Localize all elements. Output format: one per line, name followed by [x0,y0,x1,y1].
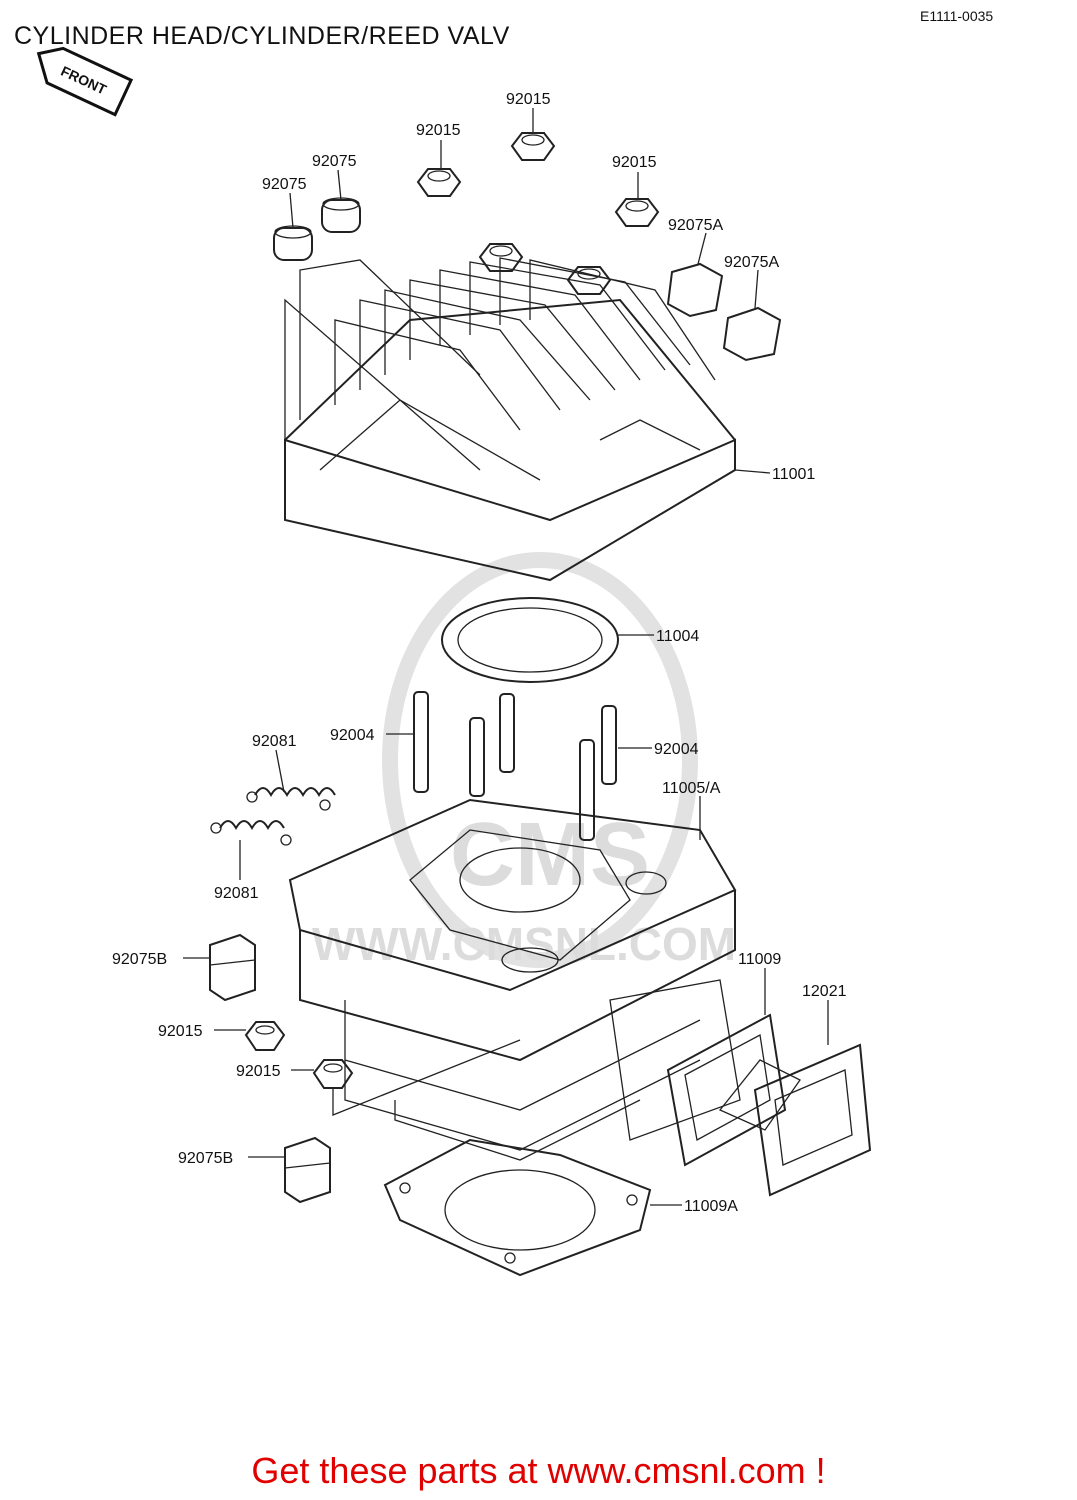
stud-92004-1 [413,691,429,793]
front-arrow-tag: FRONT [36,46,134,117]
watermark-logo: CMS WWW.CMSNL.COM [312,552,736,970]
cylinder-head-11001 [284,257,736,582]
callout-92075b-upper: 92075B [112,951,167,968]
damper-92075b-upper [209,933,256,1002]
spring-92081-upper [246,787,336,811]
base-gasket-11009a [383,1138,652,1277]
footer-link-text[interactable]: Get these parts at www.cmsnl.com ! [251,1450,826,1491]
nut-92015-top-left [416,168,462,197]
callout-92075-left: 92075 [262,176,307,193]
nut-92015-top-center [510,132,556,161]
callout-92075-right: 92075 [312,153,357,170]
head-gasket-11004 [441,597,619,683]
nut-92015-head-left [478,243,524,272]
callout-11005a: 11005/A [662,780,721,797]
nut-92015-lower-right [312,1059,354,1089]
callout-92004-left: 92004 [330,727,375,744]
damper-92075a-upper [666,262,724,318]
callout-92075a-lower: 92075A [724,254,779,271]
callout-92015-top-center: 92015 [506,91,551,108]
callout-92075b-lower: 92075B [178,1150,233,1167]
stud-92004-4 [579,739,595,841]
cylinder-11005a [288,798,741,1161]
watermark-url: WWW.CMSNL.COM [312,918,736,970]
damper-92075-left [273,225,313,261]
callout-92081-lower: 92081 [214,885,259,902]
callout-92075a-upper: 92075A [668,217,723,234]
damper-92075a-lower [722,306,782,362]
callout-92004-right: 92004 [654,741,699,758]
stud-92004-2 [469,717,485,797]
nut-92015-top-right [614,198,660,227]
spring-92081-lower [210,820,292,846]
callout-labels: 92015 92015 92015 92075 92075 92075A 920… [112,91,847,1215]
reed-valve-12021 [718,1043,872,1197]
leader-lines [183,108,829,1206]
damper-92075-right [321,197,361,233]
nut-92015-lower-left [244,1021,286,1051]
callout-92081-upper: 92081 [252,733,297,750]
callout-92015-lower-left: 92015 [158,1023,203,1040]
callout-11004: 11004 [656,628,699,645]
callout-92015-top-left: 92015 [416,122,461,139]
callout-92015-top-right: 92015 [612,154,657,171]
callout-11001: 11001 [772,466,815,483]
diagram-title: CYLINDER HEAD/CYLINDER/REED VALV [14,22,510,50]
callout-11009: 11009 [738,951,781,968]
diagram-code: E1111-0035 [920,8,994,24]
damper-92075b-lower [284,1136,331,1204]
callout-12021: 12021 [802,983,847,1000]
nut-92015-head-right [566,266,612,295]
callout-92015-lower-right: 92015 [236,1063,281,1080]
stud-92004-3 [499,693,515,773]
reed-gasket-11009 [666,1013,787,1167]
stud-92004-5 [601,705,617,785]
callout-11009a: 11009A [684,1198,738,1215]
